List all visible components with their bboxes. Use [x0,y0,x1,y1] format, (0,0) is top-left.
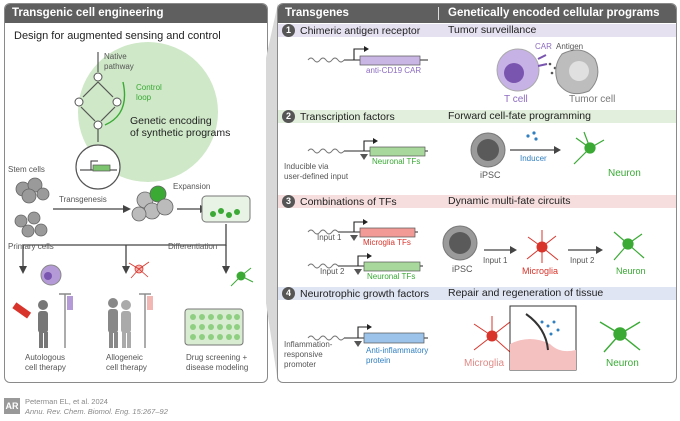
microglia-label: Microglia [522,266,559,276]
row2-gene-label: Neuronal TFs [372,157,421,166]
transgenesis-label: Transgenesis [59,195,107,204]
antigen-label: Antigen [556,42,584,51]
input2-label: Input 2 [320,267,345,276]
autologous-person-icon [38,300,48,348]
right-panel-art [307,46,645,371]
row1-gene-label: anti-CD19 CAR [366,66,422,75]
row3-gene2-label: Neuronal TFs [367,272,416,281]
left-panel-header: Transgenic cell engineering [5,4,267,23]
drug-screening-label: Drug screening + disease modeling [186,353,249,372]
row-1-number: 1 [282,24,295,37]
ipsc-label-2: iPSC [452,264,473,274]
neuron-icon-2 [613,231,645,261]
row-4-number: 4 [282,287,295,300]
row-1-title: 1 Chimeric antigen receptor [282,24,420,38]
autologous-label: Autologous cell therapy [25,353,66,372]
arrow-input1-label: Input 1 [483,256,508,265]
row3-gene-construct-2 [307,253,423,275]
ar-logo-icon: AR [4,398,20,414]
differentiation-label: Differentiation [168,242,218,251]
neuron-icon [573,131,605,165]
citation-line-2: Annu. Rev. Chem. Biomol. Eng. 15:267–92 [25,407,168,416]
row-1-right: Tumor surveillance [448,24,537,36]
row1-gene-construct [307,46,428,66]
left-panel-art [12,42,254,348]
row-3-band [278,195,676,208]
row-4-title: 4 Neurotrophic growth factors [282,287,429,301]
native-pathway-label: Native pathway [104,52,134,71]
car-label: CAR [535,42,552,51]
row3-gene1-label: Microglia TFs [363,238,411,247]
t-cell-label: T cell [504,94,528,105]
microglia-label-2: Microglia [464,358,505,369]
neuron-icon-3 [599,321,641,353]
transgenes-title: Transgenes [285,7,349,19]
microglia-icon-2 [473,316,511,353]
row-3-number: 3 [282,195,295,208]
row-2-right: Forward cell-fate programming [448,110,591,122]
connector-shape [266,3,278,383]
row2-gene-construct [307,138,428,160]
right-panel-header: Transgenes Genetically encoded cellular … [278,4,676,23]
allogeneic-people-icon [108,298,131,348]
row4-gene-construct [307,324,428,347]
row-2-number: 2 [282,110,295,123]
syringe-icon [12,302,32,319]
allogeneic-label: Allogeneic cell therapy [106,353,147,372]
left-panel-title: Transgenic cell engineering [12,7,164,19]
row-2-left: Transcription factors [300,111,395,123]
neuron-label-2: Neuron [616,266,646,276]
expansion-label: Expansion [173,182,211,191]
row-4-band [278,287,676,300]
design-subtitle: Design for augmented sensing and control [14,30,221,42]
row-3-left: Combinations of TFs [300,196,397,208]
ipsc-label: iPSC [480,170,501,180]
row-4-right: Repair and regeneration of tissue [448,287,604,299]
control-loop-label: Control loop [136,83,162,102]
row4-gene-label: Anti-inflammatory protein [366,346,429,365]
row-3-title: 3 Combinations of TFs [282,195,397,209]
row-2-title: 2 Transcription factors [282,110,395,124]
programs-title: Genetically encoded cellular programs [448,7,660,19]
arrow-input2-label: Input 2 [570,256,595,265]
row-3-right: Dynamic multi-fate circuits [448,195,571,207]
tumor-cell-label: Tumor cell [569,94,616,105]
stem-cells-label: Stem cells [8,165,45,174]
promoter-label: Inflammation- responsive promoter [284,340,333,369]
row3-gene-construct-1 [307,219,418,241]
inducible-label: Inducible via user-defined input [284,162,349,181]
design-circle [78,42,218,182]
input1-label: Input 1 [317,233,342,242]
citation-line-1: Peterman EL, et al. 2024 [25,397,108,406]
row-1-band [278,24,676,37]
neuron-label-3: Neuron [606,358,639,369]
row-2-band [278,110,676,123]
right-panel: Transgenes Genetically encoded cellular … [277,3,677,383]
inducer-label: Inducer [520,154,547,163]
neuron-label: Neuron [608,168,641,179]
genetic-encoding-label: Genetic encoding of synthetic programs [130,115,231,139]
row-4-left: Neurotrophic growth factors [300,288,429,300]
row-1-left: Chimeric antigen receptor [300,25,421,37]
microglia-icon [526,230,559,263]
left-panel: Transgenic cell engineering Design for a… [4,3,268,383]
primary-cells-label: Primary cells [8,242,54,251]
